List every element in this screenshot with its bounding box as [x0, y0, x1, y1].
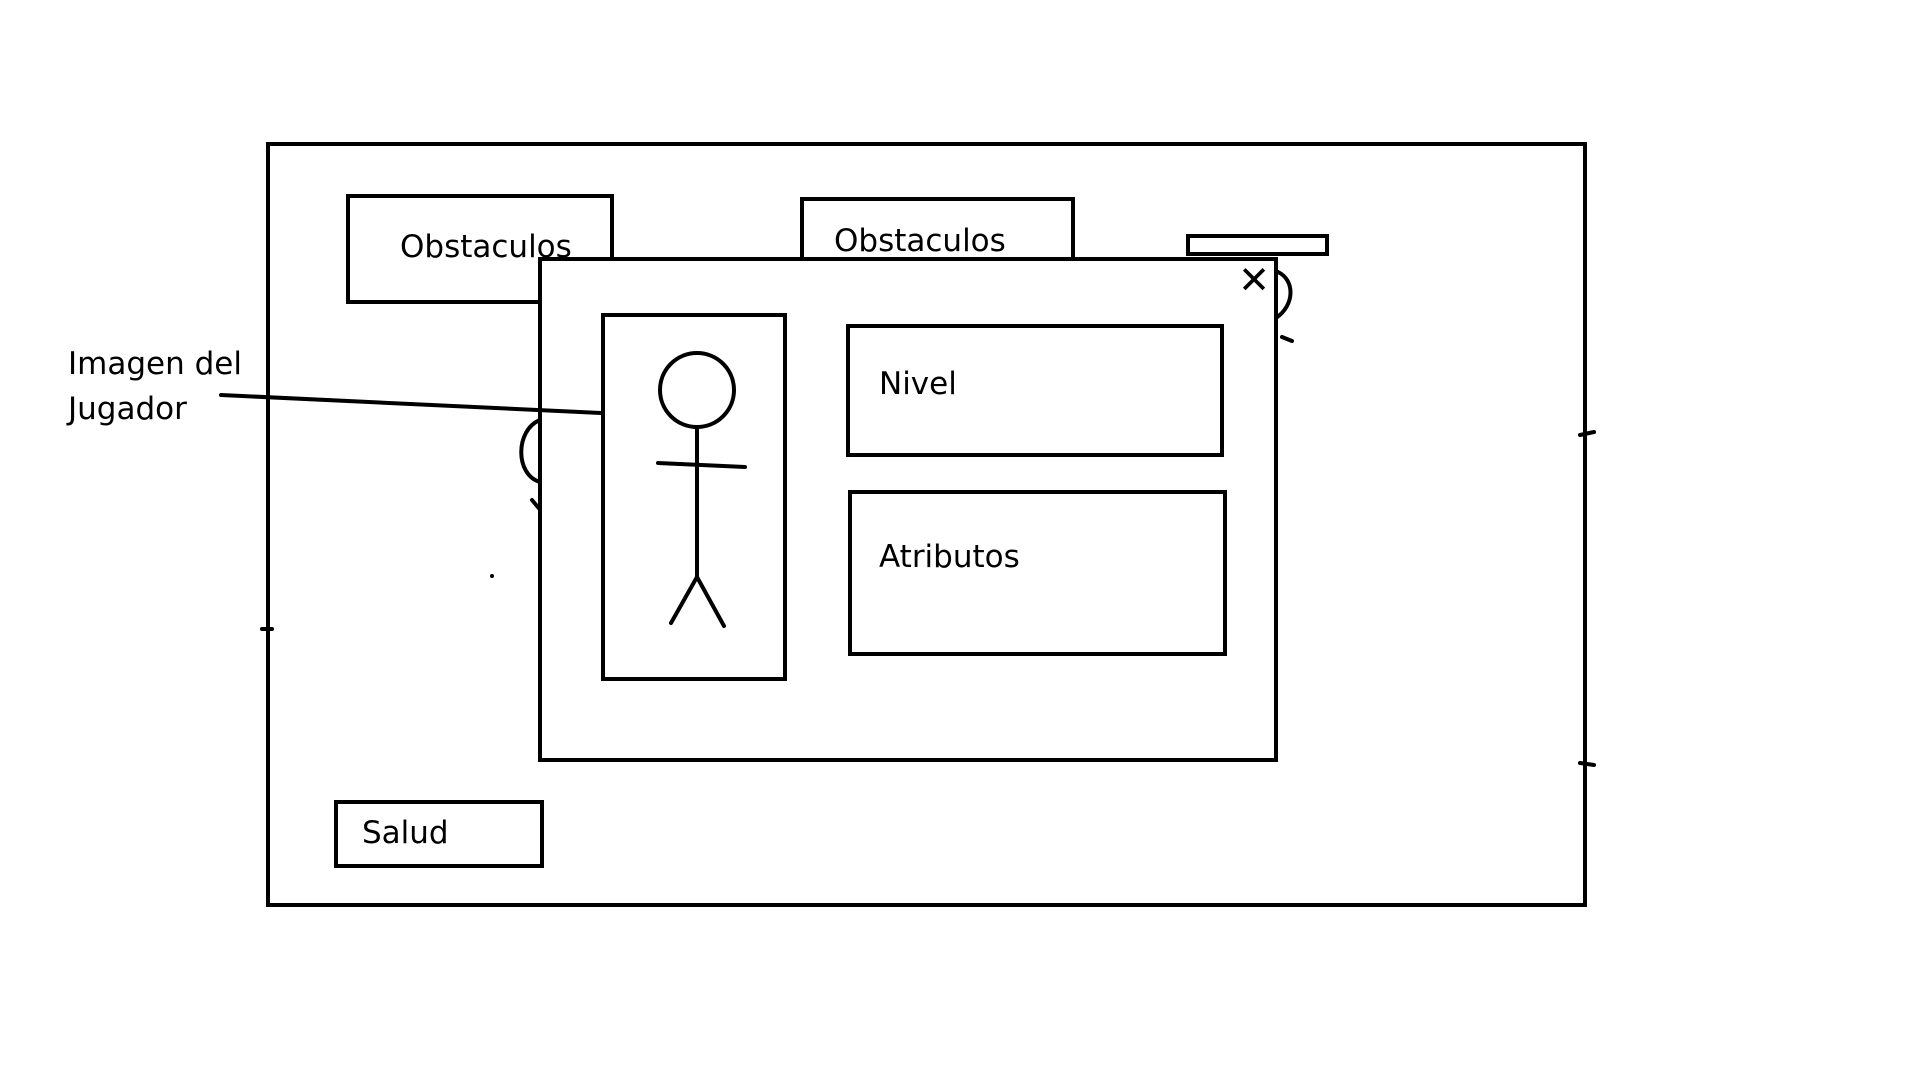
annotation-line-2: Jugador: [68, 391, 187, 427]
annotation-line-1: Imagen del: [68, 346, 242, 382]
player-image-frame: [601, 313, 787, 681]
attributes-box: [848, 490, 1227, 656]
obstacle-label-right: Obstaculos: [834, 223, 1006, 259]
enemy-health-bar: [1186, 234, 1329, 256]
stick-figure-leg-left: [669, 575, 699, 625]
stray-dot: [490, 574, 494, 578]
health-box: [334, 800, 544, 868]
level-box: [846, 324, 1224, 457]
level-label: Nivel: [879, 366, 957, 402]
player-stick-figure-icon: [656, 351, 747, 628]
stick-figure-head: [658, 351, 736, 429]
health-label: Salud: [362, 815, 449, 851]
stick-figure-leg-right: [695, 575, 726, 628]
frame-tick-right-top: [1578, 430, 1596, 437]
hidden-enemy-leg: [1280, 335, 1294, 343]
stick-figure-arms: [656, 461, 747, 469]
hidden-character-sketch-left: [519, 418, 542, 484]
attributes-label: Atributos: [879, 539, 1020, 575]
close-icon[interactable]: ✕: [1238, 258, 1270, 302]
game-frame: [266, 142, 1587, 907]
frame-tick-right-bottom: [1578, 761, 1596, 767]
annotation-label: Imagen del Jugador: [68, 342, 242, 432]
hidden-enemy-sketch: [1274, 270, 1293, 320]
